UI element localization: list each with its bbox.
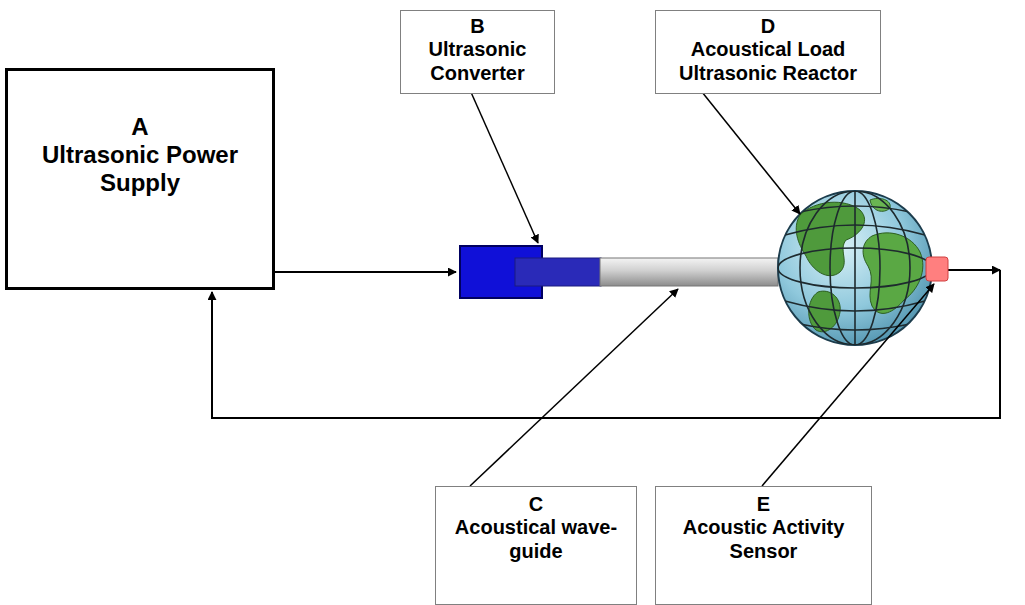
converter-horn [515,258,601,286]
callout-box: EAcoustic Activity Sensor [655,486,872,605]
part-name: Ultrasonic Power Supply [14,141,266,197]
leader-line [470,90,538,243]
power-supply-box: AUltrasonic Power Supply [5,68,275,290]
waveguide-rod [600,258,778,286]
callout-letter: C [529,493,543,516]
sensor-wire [948,269,1000,271]
callout-letter: B [470,15,484,38]
part-name: Ultrasonic Converter [407,38,548,85]
part-name: Acoustical wave- guide [442,516,630,563]
callout-letter: D [761,15,775,38]
signal-wire [275,271,456,273]
part-name: Acoustic Activity Sensor [662,516,865,563]
sensor-pad [926,257,948,281]
leader-line [762,284,934,486]
leader-line [702,92,800,214]
callout-box: DAcoustical Load Ultrasonic Reactor [655,10,881,94]
callout-box: CAcoustical wave- guide [435,486,637,605]
callout-letter: E [757,493,770,516]
part-name: Acoustical Load Ultrasonic Reactor [662,38,874,85]
callout-box: BUltrasonic Converter [400,10,555,94]
reactor-globe [778,191,932,345]
leader-line [470,289,678,486]
callout-letter: A [131,113,148,141]
